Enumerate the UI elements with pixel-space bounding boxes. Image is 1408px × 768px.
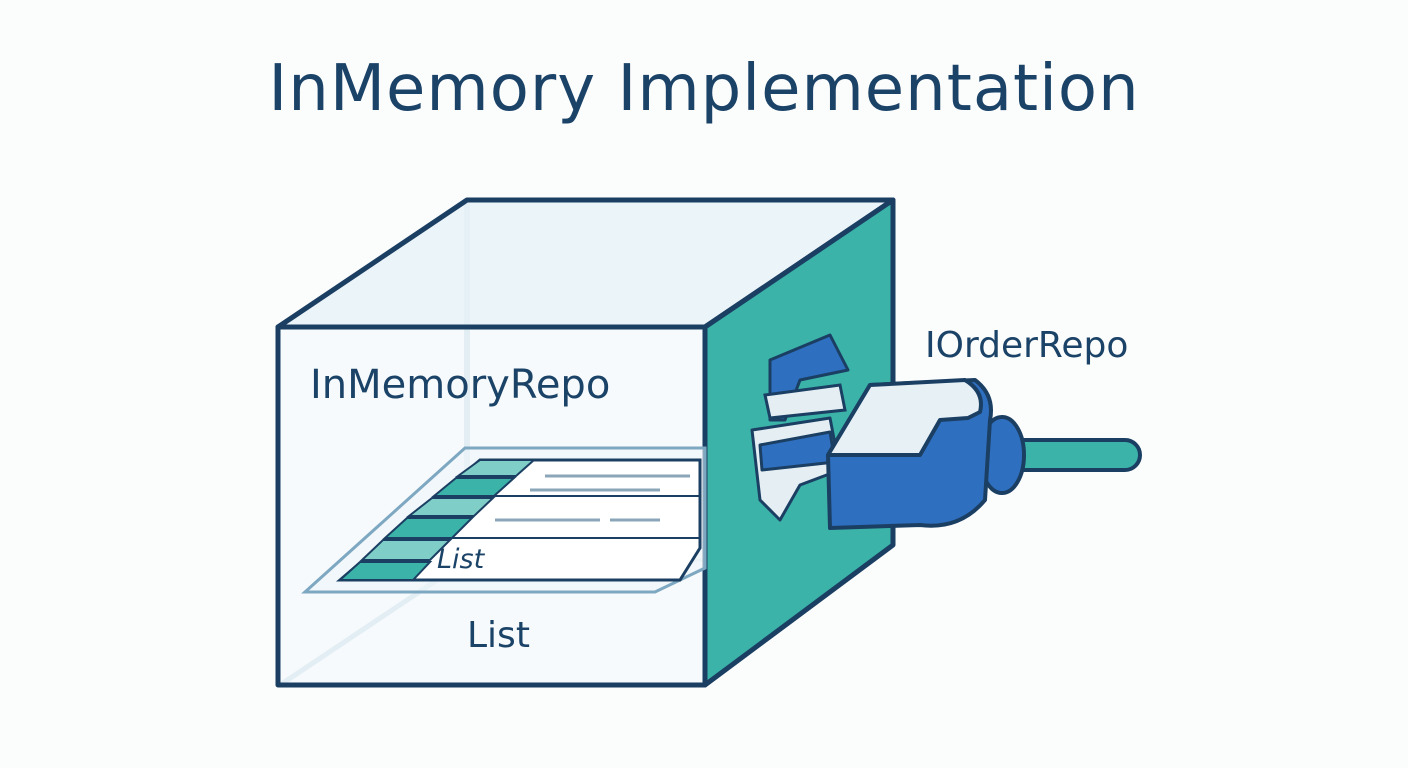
list-italic-label: List [437,544,486,575]
box-label: InMemoryRepo [310,362,610,408]
diagram-title: InMemory Implementation [268,52,1140,126]
interface-label: IOrderRepo [925,325,1128,366]
list-label: List [467,615,530,656]
socket-port [750,333,850,522]
interface-plug [826,378,1142,530]
list-sheet: List [301,446,707,594]
